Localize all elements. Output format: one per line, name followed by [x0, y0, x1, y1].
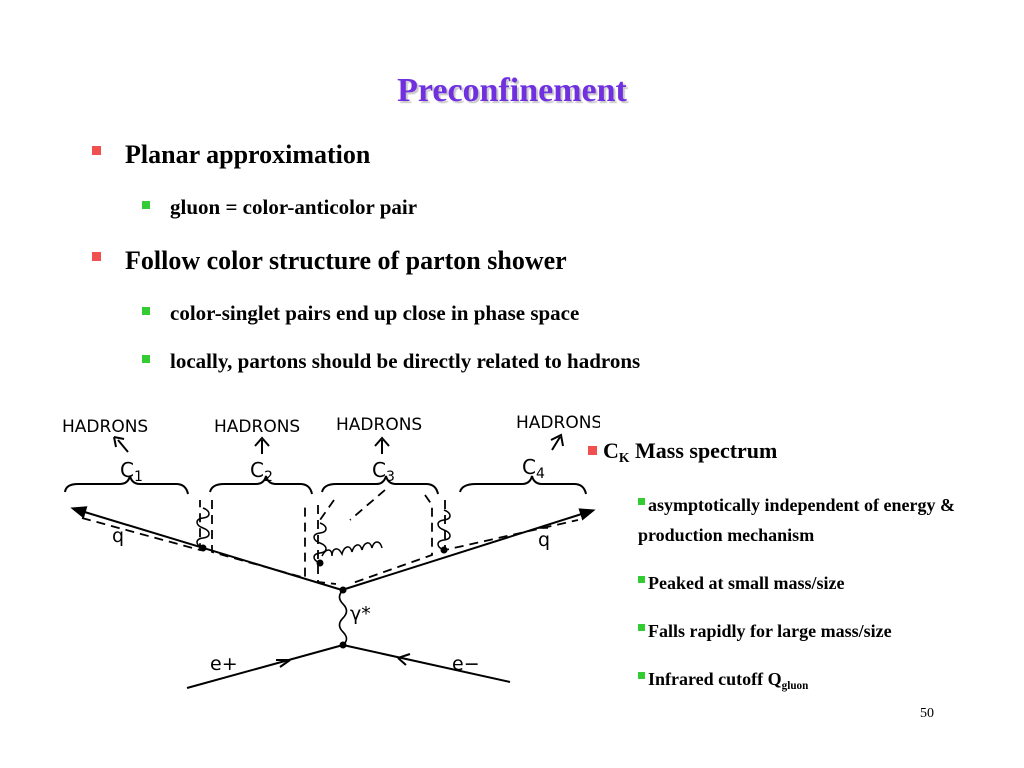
subbullet-text: locally, partons should be directly rela… [170, 349, 641, 373]
gluon-3 [321, 541, 383, 557]
red-square-bullet-icon [92, 252, 101, 261]
photon-line [338, 589, 348, 646]
brace-c3 [321, 475, 439, 495]
brace-c2 [209, 475, 313, 495]
subbullet-gluon-pair: gluon = color-anticolor pair [142, 195, 417, 220]
red-square-bullet-icon [588, 446, 597, 455]
quark-label: q [112, 525, 124, 547]
panel-item-falls: Falls rapidly for large mass/size [638, 616, 1018, 646]
brace-c1 [64, 475, 189, 495]
panel-item-peaked: Peaked at small mass/size [638, 568, 1018, 598]
gluon-2 [313, 522, 327, 564]
hadrons-label-4: HADRONS [516, 413, 600, 433]
gluon-4 [437, 509, 451, 551]
cluster-label-c4: C4 [522, 455, 545, 482]
green-square-bullet-icon [638, 672, 645, 679]
subbullet-text: gluon = color-anticolor pair [170, 195, 418, 219]
red-square-bullet-icon [92, 146, 101, 155]
vertices [199, 544, 448, 649]
page-number: 50 [920, 706, 934, 721]
hadrons-arrow-3 [374, 436, 390, 454]
panel-item-asymptotic: asymptotically independent of energy & p… [638, 495, 955, 545]
hadrons-label-2: HADRONS [214, 417, 300, 437]
hadrons-arrow-4 [550, 433, 564, 451]
green-square-bullet-icon [142, 307, 150, 315]
electron-arrow-icon [397, 653, 411, 666]
color-flow-lines [81, 489, 579, 585]
positron-line [186, 644, 344, 689]
hadrons-arrow-1 [113, 436, 129, 453]
antiquark-line [341, 508, 596, 591]
slide-title: Preconfinement [397, 72, 627, 109]
cluster-label-c2: C2 [250, 458, 273, 485]
panel-item-cutoff: Infrared cutoff Qgluon [638, 664, 1018, 701]
ck-subscript: K [618, 450, 630, 465]
green-square-bullet-icon [142, 201, 150, 209]
hadrons-label-3: HADRONS [336, 415, 422, 435]
quark-line [70, 506, 343, 591]
hadrons-arrow-2 [254, 436, 270, 454]
subbullet-text: color-singlet pairs end up close in phas… [170, 301, 580, 325]
gluon-1 [196, 507, 210, 549]
green-square-bullet-icon [638, 624, 645, 631]
cluster-label-c3: C3 [372, 458, 395, 485]
heading-text: Mass spectrum [635, 438, 778, 463]
cluster-label-c1: C1 [120, 458, 143, 485]
cutoff-subscript: gluon [781, 680, 809, 692]
bullet-planar-approximation: Planar approximation [92, 140, 370, 170]
electron-label: e− [452, 653, 480, 675]
bullet-text: Follow color structure of parton shower [125, 246, 567, 275]
bullet-text: Planar approximation [125, 140, 371, 169]
hadrons-label-1: HADRONS [62, 417, 148, 437]
mass-spectrum-heading: CK Mass spectrum [588, 438, 777, 466]
parton-shower-diagram: HADRONS HADRONS HADRONS HADRONS C1 C2 C3… [62, 413, 600, 689]
subbullet-color-singlet: color-singlet pairs end up close in phas… [142, 301, 579, 326]
subbullet-locally-partons: locally, partons should be directly rela… [142, 349, 640, 374]
photon-label: γ* [350, 603, 371, 625]
ck-symbol: C [603, 438, 619, 463]
positron-arrow-icon [276, 659, 291, 668]
antiquark-label: q [538, 529, 550, 551]
green-square-bullet-icon [142, 355, 150, 363]
positron-label: e+ [210, 653, 238, 675]
electron-line [342, 644, 511, 683]
bullet-follow-color-structure: Follow color structure of parton shower [92, 246, 567, 276]
green-square-bullet-icon [638, 498, 645, 505]
green-square-bullet-icon [638, 576, 645, 583]
brace-c4 [459, 475, 587, 495]
